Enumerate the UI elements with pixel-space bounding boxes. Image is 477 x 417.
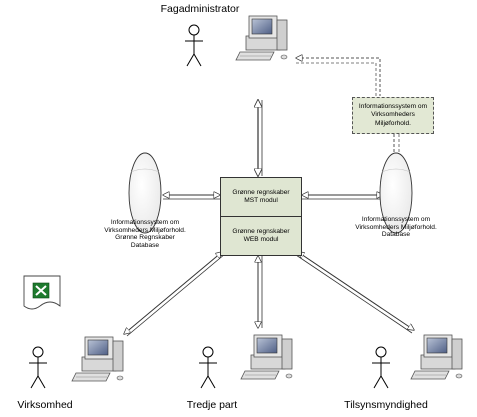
database-left-line-2: Virksomheders Miljøforhold.: [104, 226, 186, 234]
connector-web-virksomhed: [124, 252, 226, 337]
person-icon: [184, 24, 204, 67]
computer-icon: [235, 15, 288, 61]
connector-fagadmin-mst: [258, 100, 263, 176]
actor-label-virksomhed: Virksomhed: [17, 399, 73, 411]
database-right-line-1: Informationssystem om: [361, 216, 431, 223]
actor-label-fagadministrator: Fagadministrator: [160, 3, 240, 15]
connector-web-tilsyn: [295, 252, 414, 334]
database-icon: [128, 152, 162, 234]
computer-icon: [240, 334, 293, 380]
external-system-line-3: Miljøforhold.: [375, 119, 411, 127]
connector-db-left: [163, 195, 220, 200]
external-system-line-1: Informationssystem om: [358, 103, 428, 111]
mst-module-line-1: Grønne regnskaber: [232, 188, 290, 196]
person-icon: [198, 346, 218, 389]
person-icon: [371, 346, 391, 389]
external-system-box: Informationssystem om Virksomheders Milj…: [352, 97, 434, 134]
mst-module-box: Grønne regnskaber MST modul: [220, 177, 302, 217]
database-right-line-3: Database: [381, 231, 411, 239]
database-right-line-2: Virksomheders Miljøforhold.: [355, 223, 437, 231]
web-module-line-1: Grønne regnskaber: [232, 227, 290, 235]
database-left-caption: Informationssystem om Virksomheders Milj…: [95, 219, 195, 249]
actor-label-tredje-part: Tredje part: [186, 399, 238, 411]
external-system-line-2: Virksomheders: [371, 111, 415, 119]
connector-db-right: [302, 195, 383, 200]
actor-label-tilsynsmyndighed: Tilsynsmyndighed: [344, 399, 428, 411]
computer-icon: [71, 336, 124, 382]
excel-file-icon: [23, 275, 61, 310]
web-module-line-2: WEB modul: [243, 236, 279, 243]
database-icon: [379, 152, 413, 234]
person-icon: [28, 346, 48, 389]
database-right-caption: Informationssystem om Virksomheders Milj…: [346, 216, 446, 239]
connector-web-tredje-part: [258, 256, 263, 328]
database-left-line-4: Database: [130, 241, 160, 249]
connector-dashed-fagadmin-external: [296, 58, 381, 96]
database-left-line-1: Informationssystem om: [110, 219, 180, 226]
web-module-box: Grønne regnskaber WEB modul: [220, 216, 302, 256]
database-left-line-3: Grønne Regnskaber: [115, 234, 175, 242]
mst-module-line-2: MST modul: [244, 197, 278, 204]
computer-icon: [410, 334, 463, 380]
